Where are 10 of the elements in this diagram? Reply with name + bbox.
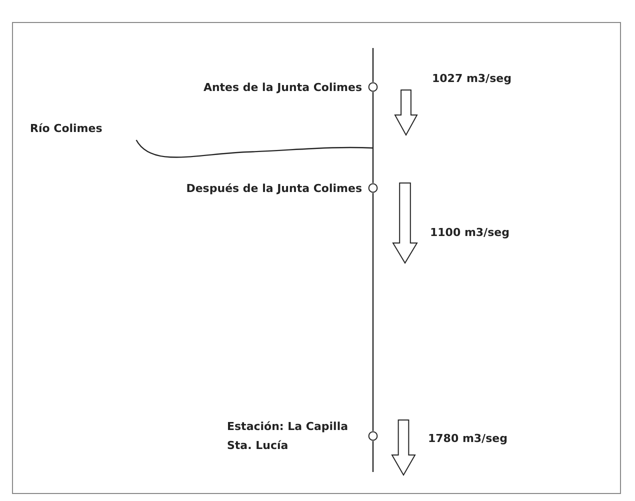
river-line [372,193,374,431]
station-label: Estación: La Capilla Sta. Lucía [227,419,350,454]
river-line [372,92,374,183]
flow-value: 1027 m3/seg [432,72,512,85]
station-label: Después de la Junta Colimes [186,180,362,196]
tributary-line [136,140,374,158]
flow-value: 1100 m3/seg [430,226,510,239]
flow-value: 1780 m3/seg [428,432,508,445]
station-label: Antes de la Junta Colimes [203,80,362,96]
river-label: Río Colimes [30,119,102,138]
